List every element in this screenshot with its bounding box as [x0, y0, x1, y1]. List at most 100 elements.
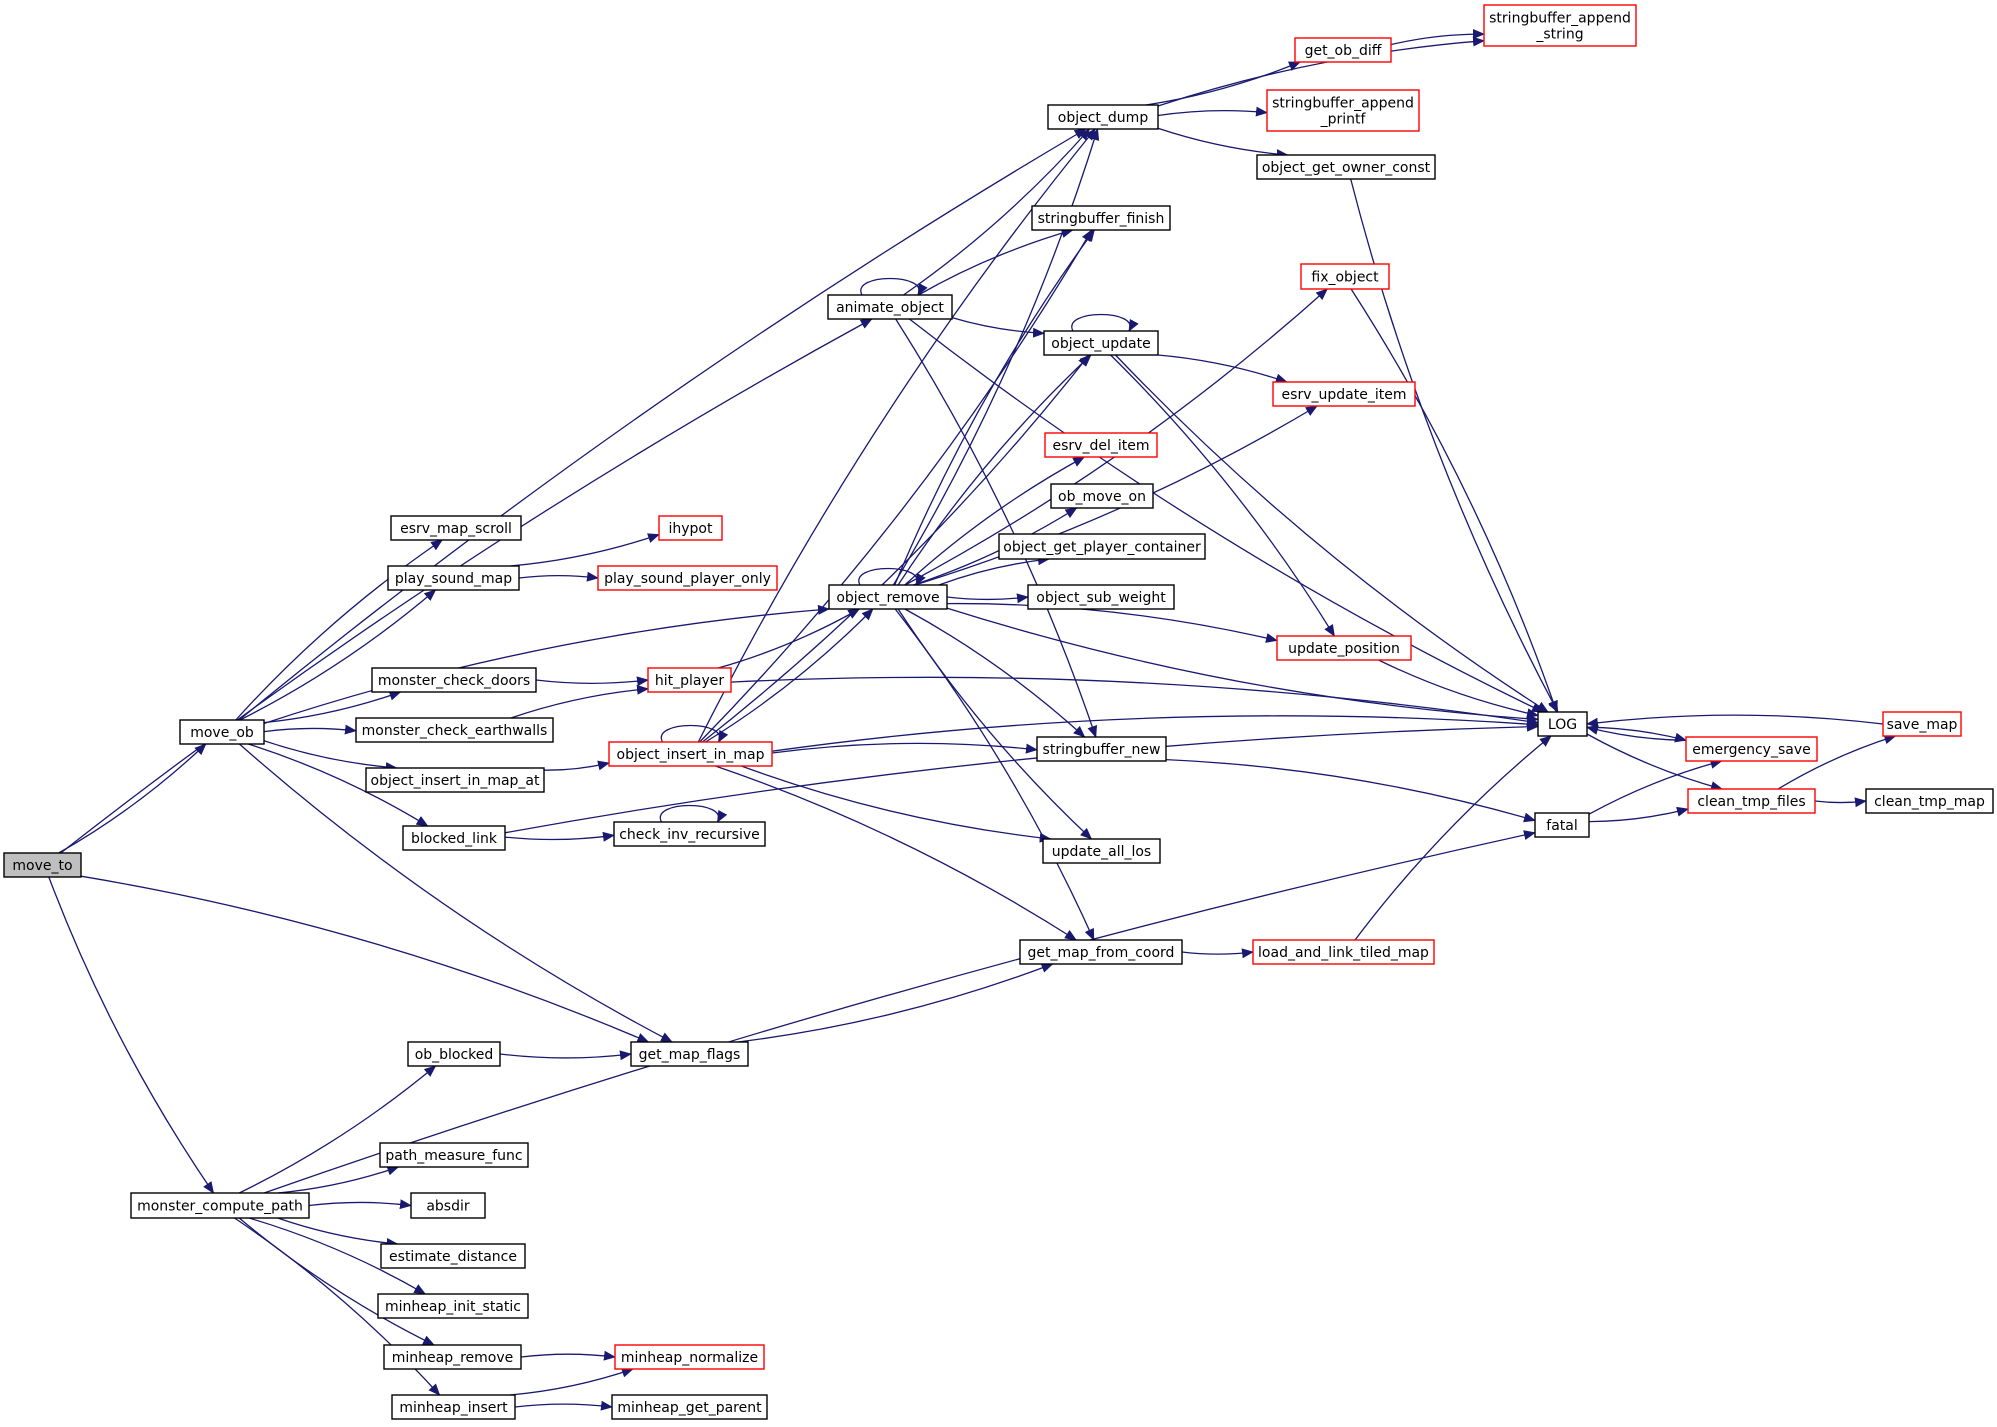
- edge-line: [277, 1217, 399, 1248]
- edge-line: [718, 608, 861, 669]
- edge-LOG-to-emergency_save: [1586, 726, 1687, 743]
- node-stringbuffer-append-printf[interactable]: stringbuffer_append_printf: [1266, 89, 1420, 132]
- node-object-dump[interactable]: object_dump: [1047, 104, 1159, 130]
- node-minheap-insert[interactable]: minheap_insert: [391, 1394, 516, 1420]
- node-ob-move-on[interactable]: ob_move_on: [1050, 483, 1154, 509]
- node-absdir[interactable]: absdir: [410, 1192, 486, 1219]
- node-box: [1044, 432, 1158, 458]
- node-play-sound-player-only[interactable]: play_sound_player_only: [597, 565, 778, 591]
- edge-line: [894, 229, 1095, 586]
- edge-animate_object-to-stringbuffer_new: [895, 318, 1097, 738]
- node-move-to[interactable]: move_to: [3, 852, 82, 878]
- node-blocked-link[interactable]: blocked_link: [402, 825, 506, 851]
- edge-get_map_flags-to-get_map_from_coord: [737, 963, 1054, 1043]
- edge-object_insert_in_map-to-get_map_from_coord: [715, 765, 1077, 941]
- node-clean-tmp-files[interactable]: clean_tmp_files: [1687, 788, 1816, 814]
- node-esrv-map-scroll[interactable]: esrv_map_scroll: [390, 515, 522, 541]
- node-animate-object[interactable]: animate_object: [827, 294, 953, 320]
- node-get-map-flags[interactable]: get_map_flags: [630, 1041, 749, 1067]
- node-monster-compute-path[interactable]: monster_compute_path: [130, 1192, 310, 1219]
- node-esrv-del-item[interactable]: esrv_del_item: [1044, 432, 1158, 458]
- node-stringbuffer-finish[interactable]: stringbuffer_finish: [1031, 205, 1171, 231]
- node-label: play_sound_map: [395, 571, 512, 587]
- edge-line: [238, 743, 673, 1043]
- node-move-ob[interactable]: move_ob: [179, 719, 265, 745]
- node-emergency-save[interactable]: emergency_save: [1685, 736, 1818, 762]
- node-get-map-from-coord[interactable]: get_map_from_coord: [1019, 939, 1183, 965]
- node-get-ob-diff[interactable]: get_ob_diff: [1294, 37, 1392, 63]
- node-box: [377, 1293, 529, 1319]
- node-object-sub-weight[interactable]: object_sub_weight: [1027, 584, 1175, 610]
- edge-line: [1814, 797, 1867, 808]
- node-fatal[interactable]: fatal: [1534, 812, 1590, 838]
- node-update-position[interactable]: update_position: [1276, 635, 1412, 661]
- node-minheap-get-parent[interactable]: minheap_get_parent: [611, 1394, 768, 1420]
- edge-line: [239, 1065, 437, 1194]
- node-check-inv-recursive[interactable]: check_inv_recursive: [613, 821, 766, 847]
- node-play-sound-map[interactable]: play_sound_map: [387, 565, 520, 591]
- node-monster-check-doors[interactable]: monster_check_doors: [371, 667, 537, 693]
- node-object-get-player-container[interactable]: object_get_player_container: [998, 533, 1206, 560]
- edge-line: [771, 715, 1539, 752]
- edge-line: [1157, 127, 1289, 160]
- node-box: [1042, 838, 1161, 864]
- node-label: object_sub_weight: [1036, 590, 1166, 606]
- node-label: object_remove: [836, 590, 939, 606]
- node-box: [1300, 263, 1390, 290]
- node-object-insert-in-map-at[interactable]: object_insert_in_map_at: [365, 767, 545, 793]
- node-box: [613, 821, 766, 847]
- node-minheap-init-static[interactable]: minheap_init_static: [377, 1293, 529, 1319]
- node-object-update[interactable]: object_update: [1043, 330, 1159, 356]
- node-fix-object[interactable]: fix_object: [1300, 263, 1390, 290]
- node-box: [1865, 788, 1994, 814]
- node-load-and-link-tiled-map[interactable]: load_and_link_tiled_map: [1252, 939, 1435, 965]
- node-box: [402, 825, 506, 851]
- node-minheap-normalize[interactable]: minheap_normalize: [614, 1344, 765, 1370]
- node-stringbuffer-append-string[interactable]: stringbuffer_append_string: [1483, 4, 1637, 47]
- node-estimate-distance[interactable]: estimate_distance: [380, 1243, 526, 1269]
- edge-move_ob-to-play_sound_map: [239, 589, 437, 721]
- node-box: [3, 852, 82, 878]
- edge-line: [499, 1050, 632, 1061]
- edge-move_ob-to-object_dump: [238, 128, 1087, 721]
- node-box: [355, 717, 554, 743]
- node-box: [1534, 812, 1590, 838]
- node-ihypot[interactable]: ihypot: [658, 515, 723, 541]
- edge-line: [918, 228, 1074, 296]
- edge-line: [1145, 61, 1301, 106]
- node-update-all-los[interactable]: update_all_los: [1042, 838, 1161, 864]
- node-LOG[interactable]: LOG: [1537, 711, 1588, 737]
- edge-move_ob-to-get_map_flags: [238, 743, 673, 1043]
- edge-line: [1157, 354, 1288, 384]
- node-minheap-remove[interactable]: minheap_remove: [383, 1344, 522, 1370]
- edge-line: [860, 277, 928, 296]
- node-box: [383, 1344, 522, 1370]
- edge-line: [660, 724, 729, 743]
- node-box: [365, 767, 545, 793]
- edge-line: [510, 1367, 634, 1396]
- node-box: [611, 1394, 768, 1420]
- node-box: [827, 294, 953, 320]
- node-ob-blocked[interactable]: ob_blocked: [407, 1041, 501, 1067]
- edge-line: [277, 1165, 400, 1194]
- node-save-map[interactable]: save_map: [1882, 711, 1962, 737]
- node-path-measure-func[interactable]: path_measure_func: [379, 1142, 529, 1168]
- node-clean-tmp-map[interactable]: clean_tmp_map: [1865, 788, 1994, 814]
- edge-line: [897, 354, 1092, 586]
- node-box: [130, 1192, 310, 1219]
- node-stringbuffer-new[interactable]: stringbuffer_new: [1036, 736, 1167, 762]
- node-box: [1031, 205, 1171, 231]
- edge-line: [238, 128, 1087, 721]
- node-object-remove[interactable]: object_remove: [828, 584, 948, 610]
- edge-object_remove-to-ob_move_on: [913, 507, 1078, 586]
- edge-object_remove-to-update_position: [946, 602, 1278, 643]
- node-object-insert-in-map[interactable]: object_insert_in_map: [608, 741, 773, 767]
- node-esrv-update-item[interactable]: esrv_update_item: [1272, 381, 1416, 407]
- edge-line: [535, 676, 649, 687]
- node-object-get-owner-const[interactable]: object_get_owner_const: [1256, 154, 1436, 180]
- node-monster-check-earthwalls[interactable]: monster_check_earthwalls: [355, 717, 554, 743]
- node-label: minheap_get_parent: [617, 1400, 762, 1416]
- node-hit-player[interactable]: hit_player: [647, 667, 732, 693]
- node-label: check_inv_recursive: [619, 827, 760, 843]
- edge-fatal-to-clean_tmp_files: [1588, 806, 1689, 823]
